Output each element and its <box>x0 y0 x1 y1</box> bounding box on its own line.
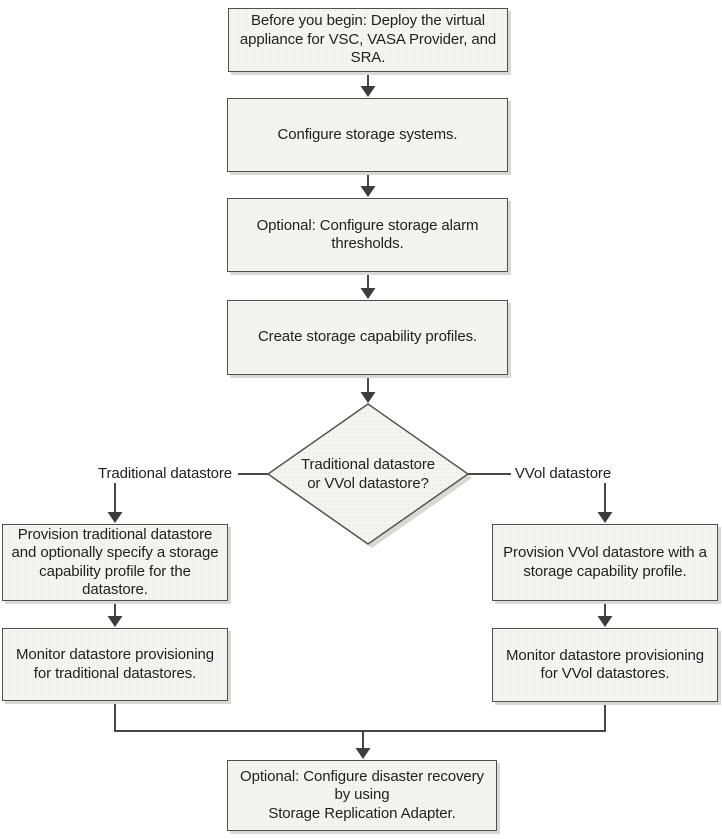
node-before-you-begin: Before you begin: Deploy the virtual app… <box>228 8 508 72</box>
arrow-traditional-to-provision <box>107 482 123 523</box>
arrow-profiles-to-decision <box>360 375 376 403</box>
arrow-vvol-to-provision <box>597 482 613 523</box>
arrow-provision-to-monitor-traditional <box>107 601 123 627</box>
node-provision-traditional-datastore: Provision traditional datastore and opti… <box>2 524 228 601</box>
decision-datastore-type-label: Traditional datastore or VVol datastore? <box>300 456 436 492</box>
decision-diamond-shape <box>266 403 472 548</box>
arrow-configure-to-alarm <box>360 172 376 197</box>
branch-label-vvol: VVol datastore <box>511 464 615 483</box>
merge-connector <box>114 701 606 759</box>
node-storage-alarm-thresholds: Optional: Configure storage alarm thresh… <box>227 198 508 272</box>
arrow-provision-to-monitor-vvol <box>597 601 613 627</box>
arrow-begin-to-configure <box>360 72 376 97</box>
node-monitor-traditional-datastores: Monitor datastore provisioning for tradi… <box>2 628 228 701</box>
node-provision-vvol-datastore: Provision VVol datastore with a storage … <box>492 524 718 601</box>
node-configure-storage-systems: Configure storage systems. <box>227 98 508 172</box>
branch-label-traditional: Traditional datastore <box>92 464 238 483</box>
node-monitor-vvol-datastores: Monitor datastore provisioning for VVol … <box>492 628 718 702</box>
node-create-capability-profiles: Create storage capability profiles. <box>227 300 508 375</box>
node-disaster-recovery: Optional: Configure disaster recovery by… <box>227 760 497 831</box>
arrow-alarm-to-profiles <box>360 272 376 299</box>
